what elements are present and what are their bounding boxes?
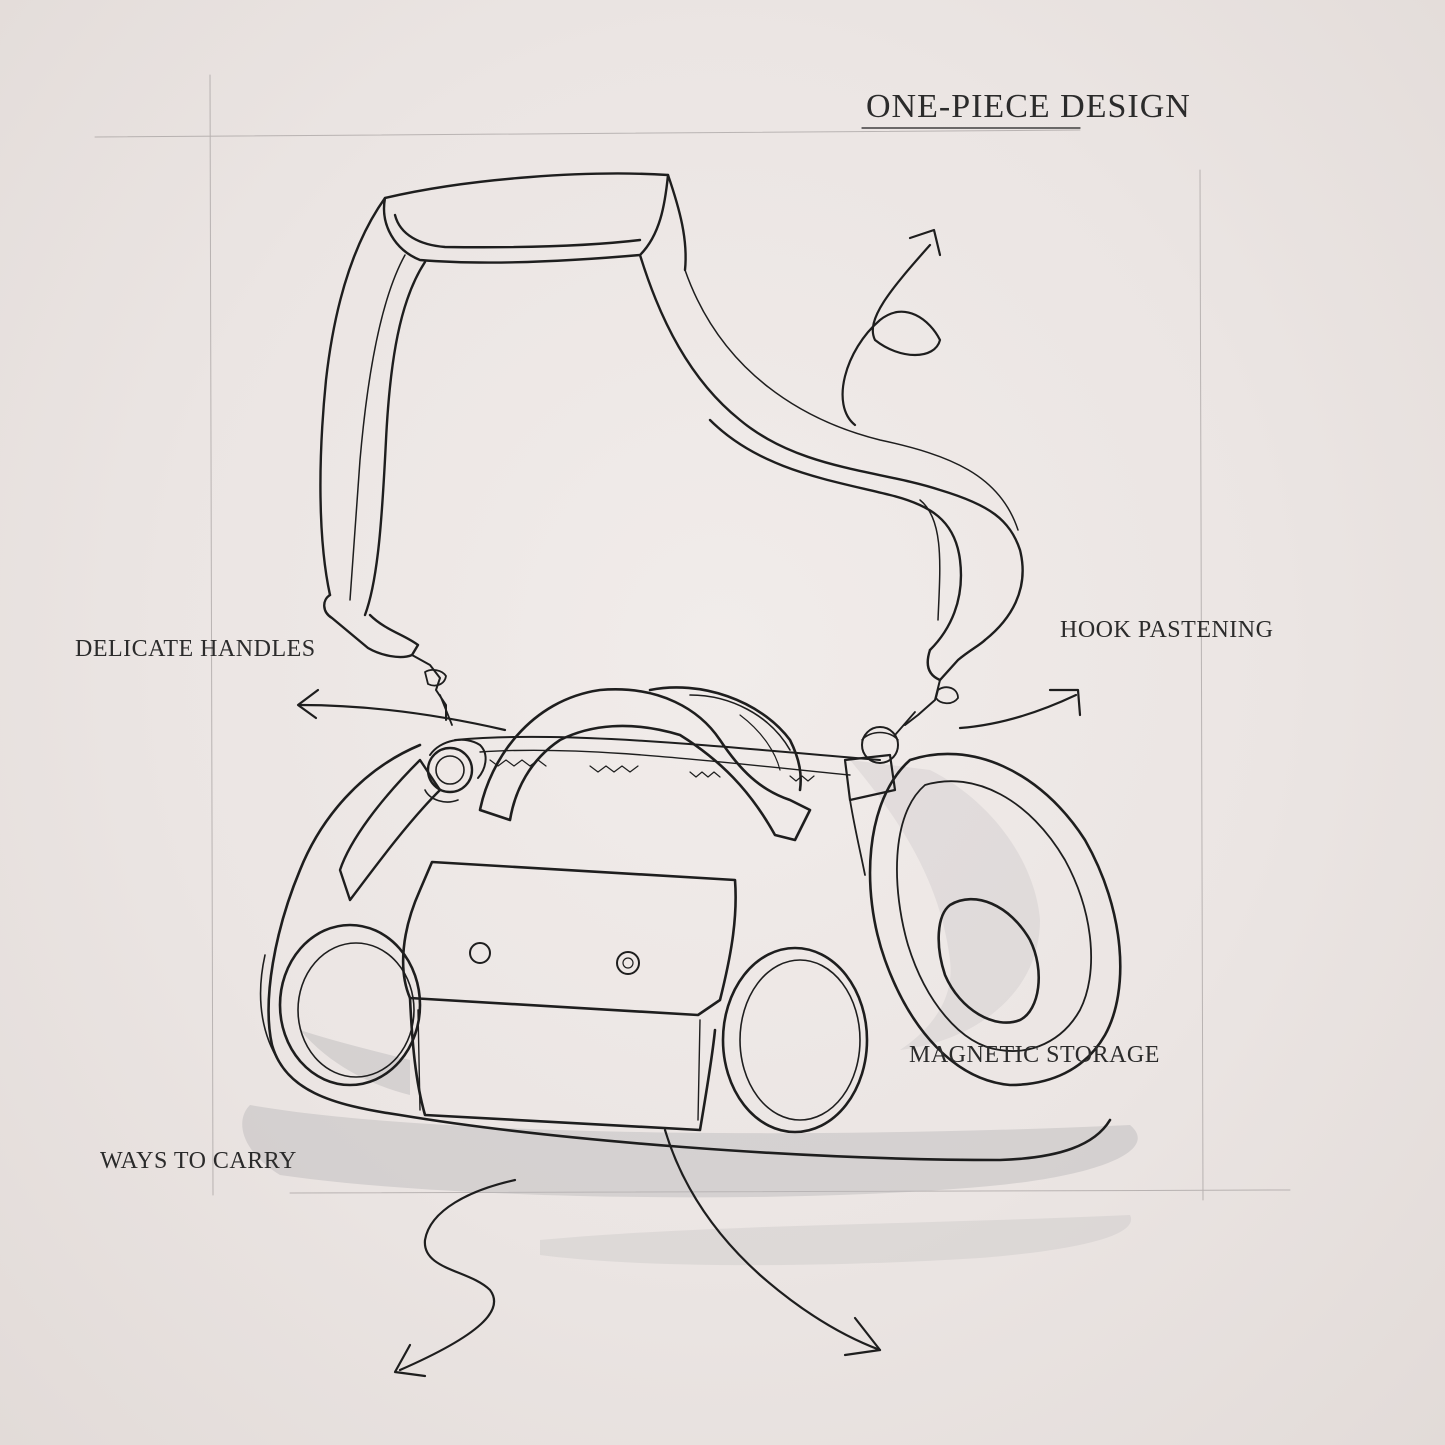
side-handle-left (338, 738, 487, 902)
shoulder-strap (319, 172, 1024, 736)
left-circle-panel (278, 923, 422, 1087)
end-cap-ring (843, 726, 1122, 1087)
ground-shadow (242, 760, 1138, 1266)
carry-arrow (398, 1178, 517, 1372)
handles-arrow-head (296, 688, 320, 720)
hook-arrow (958, 693, 1078, 730)
label-ways-to-carry: WAYS TO CARRY (100, 1148, 297, 1174)
label-magnetic-storage: MAGNETIC STORAGE (909, 1042, 1160, 1068)
frame-guides (94, 74, 1291, 1201)
handles-arrow (298, 703, 507, 732)
label-hook-fastening: HOOK PASTENING (1060, 617, 1274, 643)
bag-body (259, 735, 1112, 1162)
swirl-arrow (841, 243, 942, 427)
label-delicate-handles: DELICATE HANDLES (75, 636, 316, 662)
annotation-arrows (296, 228, 1082, 1378)
front-pocket (401, 860, 737, 1132)
swirl-arrow-head (908, 228, 942, 257)
storage-arrow-head (843, 1316, 882, 1357)
storage-arrow (663, 1128, 882, 1352)
hook-arrow-head (1048, 688, 1082, 717)
design-title: ONE-PIECE DESIGN (866, 88, 1191, 125)
carry-arrow-head (393, 1343, 427, 1378)
right-circle-panel (721, 946, 869, 1134)
top-carry-handle (478, 686, 812, 842)
